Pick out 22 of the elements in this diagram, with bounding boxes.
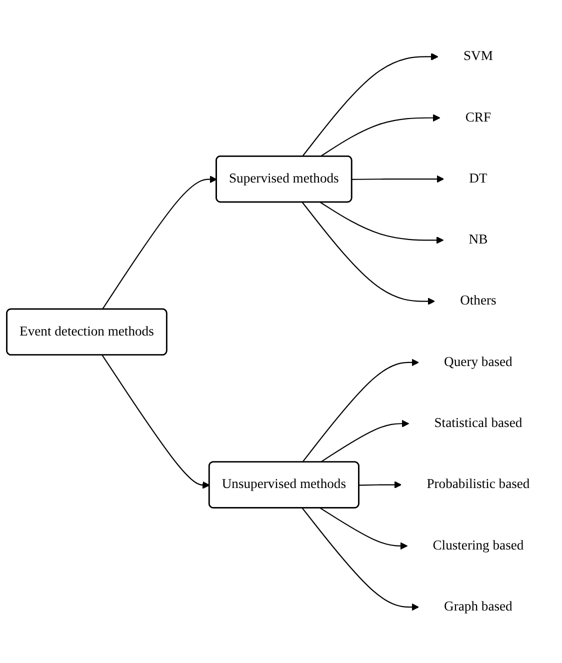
node-text: NB [468, 232, 488, 247]
node-text: Others [460, 293, 496, 308]
arrow [302, 202, 435, 305]
node-text: Query based [444, 354, 512, 369]
node-text: Clustering based [432, 538, 524, 552]
node-text: Statistical based [434, 416, 522, 430]
arrow [320, 507, 408, 550]
arrow [320, 420, 410, 462]
arrow [302, 507, 419, 610]
arrow [320, 202, 444, 244]
arrow [320, 114, 440, 157]
node-text: DT [469, 170, 488, 186]
arrow [359, 480, 402, 488]
arrow [302, 358, 419, 462]
arrow [102, 354, 210, 488]
arrow [352, 174, 444, 182]
node-text: CRF [465, 110, 492, 124]
node-text: Probabilistic based [426, 476, 530, 492]
node-text: SVM [463, 48, 493, 64]
arrow [302, 52, 438, 156]
arrow [102, 175, 218, 310]
node-text: Graph based [444, 599, 512, 614]
